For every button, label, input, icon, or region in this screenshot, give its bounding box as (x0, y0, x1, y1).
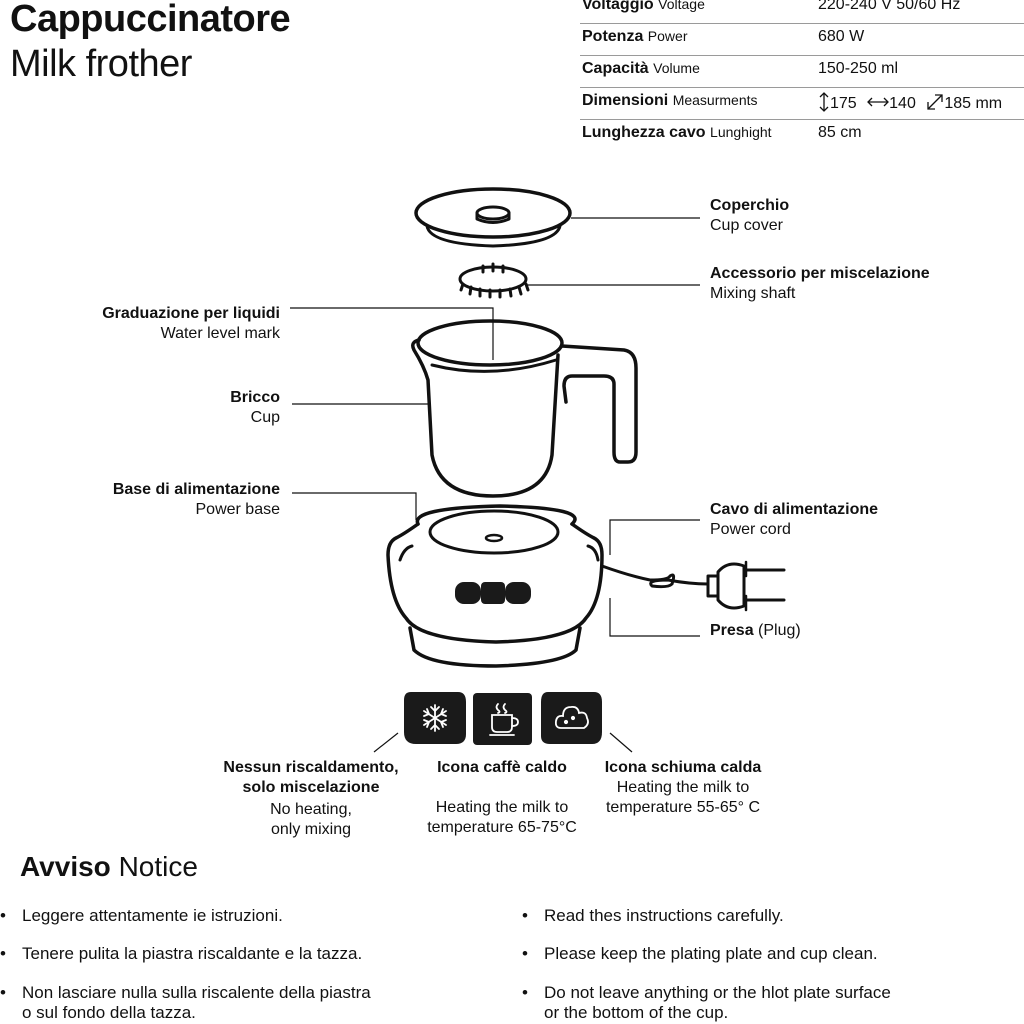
label-en: temperature 55-65° C (605, 799, 761, 816)
label-it: solo miscelazione (242, 779, 380, 796)
notice-text: Non lasciare nulla sulla riscalente dell… (22, 983, 371, 1002)
cup-cover-illustration (414, 187, 572, 248)
leader-plug (609, 598, 700, 637)
label-mixing-shaft: Accessorio per miscelazione Mixing shaft (710, 264, 930, 304)
width-arrow-icon (867, 97, 890, 107)
spec-value: 150-250 ml (818, 60, 899, 77)
spec-value: 220-240 V 50/60 Hz (818, 0, 961, 13)
label-en: Power base (195, 501, 281, 518)
label-it: Presa (710, 622, 754, 639)
mode-button-foam (541, 692, 602, 744)
spec-label-en: Lunghight (710, 124, 772, 140)
power-cord-illustration (600, 560, 786, 612)
label-it: Coperchio (710, 197, 790, 214)
label-it: Icona caffè caldo (437, 759, 567, 776)
label-en: Cup (250, 409, 280, 426)
spec-value: 680 W (818, 28, 865, 45)
diagonal-arrow-icon (927, 94, 943, 110)
mode-button-coffee (473, 693, 532, 745)
notice-title-en: Notice (118, 851, 198, 882)
dimensions-value: 175 140 185 mm (818, 92, 1002, 113)
spec-label-en: Measurments (672, 92, 758, 108)
snowflake-icon (423, 704, 447, 732)
notice-text: Leggere attentamente ie istruzioni. (22, 906, 283, 925)
page-subtitle: Milk frother (10, 43, 192, 85)
label-it: Cavo di alimentazione (710, 501, 879, 518)
label-en: (Plug) (758, 622, 801, 639)
label-en: No heating, (270, 801, 352, 818)
hot-coffee-icon (489, 703, 519, 736)
page-title: Cappuccinatore (10, 0, 291, 40)
list-item: Leggere attentamente ie istruzioni. (0, 906, 283, 926)
leader-cord (609, 519, 700, 555)
list-item: Non lasciare nulla sulla riscalente dell… (0, 983, 371, 1023)
label-it: Accessorio per miscelazione (710, 265, 930, 282)
label-en: Cup cover (710, 217, 783, 234)
leader-base (292, 492, 417, 520)
label-en: Heating the milk to (435, 799, 569, 816)
specs-table: Voltaggio Voltage 220-240 V 50/60 Hz Pot… (580, 0, 1024, 151)
diagonal-value: 185 mm (944, 95, 1003, 112)
notice-text: Tenere pulita la piastra riscaldante e l… (22, 944, 363, 963)
spec-label-en: Volume (653, 60, 700, 76)
label-mode-cold: Nessun riscaldamento, solo miscelazione … (198, 758, 424, 840)
label-en: Power cord (710, 521, 791, 538)
label-power-base: Base di alimentazione Power base (113, 480, 280, 520)
notice-text: Please keep the plating plate and cup cl… (544, 944, 878, 963)
notice-text: Do not leave anything or the hlot plate … (544, 983, 891, 1002)
power-base-illustration (386, 504, 604, 668)
list-item: Tenere pulita la piastra riscaldante e l… (0, 944, 362, 964)
leader-level (290, 307, 494, 360)
spec-label-en: Power (647, 28, 688, 44)
label-en: temperature 65-75°C (427, 819, 577, 836)
list-item: Please keep the plating plate and cup cl… (522, 944, 878, 964)
label-cup: Bricco Cup (230, 388, 280, 428)
cup-illustration (411, 319, 638, 498)
spec-row-volume: Capacità Volume 150-250 ml (580, 56, 1024, 88)
list-item: Read thes instructions carefully. (522, 906, 784, 926)
height-arrow-icon (819, 92, 829, 112)
label-mode-coffee: Icona caffè caldo Heating the milk to te… (420, 758, 584, 838)
label-en: Heating the milk to (616, 779, 750, 796)
spec-row-voltage: Voltaggio Voltage 220-240 V 50/60 Hz (580, 0, 1024, 24)
label-it: Nessun riscaldamento, (223, 759, 399, 776)
foam-cloud-icon (554, 705, 589, 729)
leader-cold (373, 732, 399, 753)
label-cup-cover: Coperchio Cup cover (710, 196, 789, 236)
notice-text: o sul fondo della tazza. (22, 1003, 196, 1022)
base-buttons (455, 582, 531, 604)
spec-row-dimensions: Dimensioni Measurments 175 140 185 mm (580, 88, 1024, 120)
list-item: Do not leave anything or the hlot plate … (522, 983, 891, 1023)
leader-foam (609, 732, 633, 753)
spec-label-it: Capacità (582, 60, 649, 77)
spec-label-en: Voltage (658, 0, 705, 12)
notice-text: Read thes instructions carefully. (544, 906, 784, 925)
label-plug: Presa (Plug) (710, 621, 801, 641)
label-en: Mixing shaft (710, 285, 796, 302)
notice-heading: Avviso Notice (20, 851, 198, 883)
spec-value: 85 cm (818, 124, 862, 141)
width-value: 140 (889, 95, 916, 112)
label-water-level: Graduazione per liquidi Water level mark (102, 304, 280, 344)
label-en: Water level mark (160, 325, 280, 342)
spec-label-it: Voltaggio (582, 0, 654, 13)
label-it: Graduazione per liquidi (102, 305, 280, 322)
spec-row-cord-length: Lunghezza cavo Lunghight 85 cm (580, 120, 1024, 151)
label-it: Bricco (230, 389, 280, 406)
label-power-cord: Cavo di alimentazione Power cord (710, 500, 878, 540)
label-en: only mixing (270, 821, 352, 838)
notice-text: or the bottom of the cup. (544, 1003, 729, 1022)
mixing-shaft-illustration (458, 262, 530, 299)
mode-button-cold (404, 692, 466, 744)
notice-title-it: Avviso (20, 851, 111, 882)
spec-row-power: Potenza Power 680 W (580, 24, 1024, 56)
label-it: Icona schiuma calda (604, 759, 762, 776)
spec-label-it: Dimensioni (582, 92, 669, 109)
spec-label-it: Potenza (582, 28, 644, 45)
label-it: Base di alimentazione (112, 481, 280, 498)
height-value: 175 (830, 95, 857, 112)
label-mode-foam: Icona schiuma calda Heating the milk to … (590, 758, 776, 818)
spec-label-it: Lunghezza cavo (582, 124, 706, 141)
